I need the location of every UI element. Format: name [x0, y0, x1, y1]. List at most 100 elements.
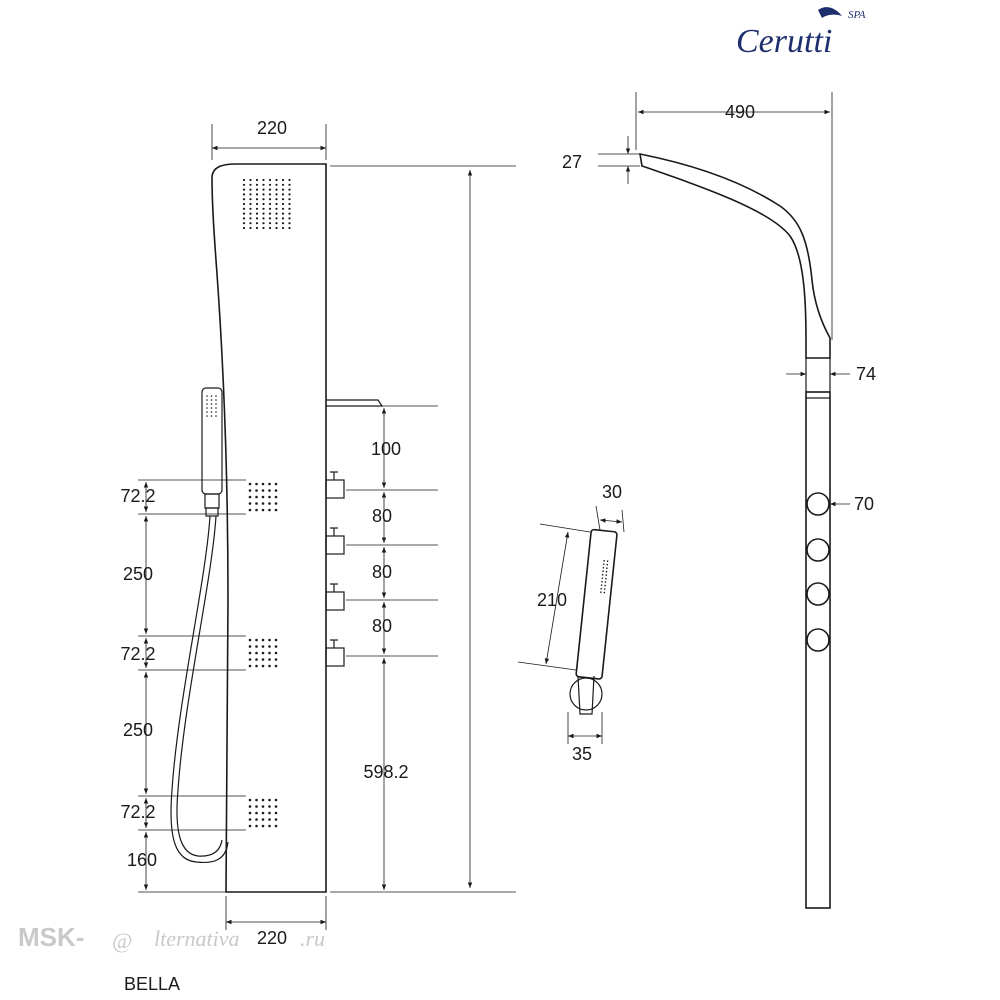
nozzle-dot	[288, 207, 291, 210]
nozzle-dot	[288, 183, 291, 186]
side-knob-2	[806, 538, 830, 562]
nozzle-dot	[268, 495, 271, 499]
nozzle-dot	[249, 222, 252, 225]
nozzle-dot	[275, 217, 278, 220]
nozzle-dot	[268, 811, 271, 815]
body-jet-2	[248, 638, 278, 668]
nozzle-dot	[601, 577, 604, 580]
nozzle-dot	[268, 212, 272, 215]
brand-sup: SPA	[848, 9, 866, 21]
nozzle-dot	[275, 178, 278, 182]
nozzle-dot	[268, 226, 272, 230]
nozzle-dot	[262, 193, 265, 196]
nozzle-dot	[288, 202, 291, 206]
side-knob-3	[806, 582, 830, 606]
nozzle-dot	[242, 193, 246, 196]
nozzle-dot	[242, 226, 246, 230]
nozzle-dot	[268, 664, 271, 668]
nozzle-dot	[268, 188, 272, 191]
nozzle-dot	[206, 403, 208, 405]
nozzle-dot	[242, 207, 246, 210]
panel-outline	[211, 163, 327, 893]
nozzle-dot	[602, 563, 605, 566]
shower-hose-inner	[176, 515, 223, 857]
nozzle-dot	[605, 574, 607, 576]
nozzle-dot	[268, 183, 272, 186]
nozzle-dot	[248, 645, 252, 648]
nozzle-dot	[600, 587, 603, 590]
nozzle-dot	[255, 489, 258, 492]
nozzle-dot	[249, 202, 252, 206]
nozzle-dot	[255, 651, 258, 655]
nozzle-dot	[248, 638, 252, 642]
watermark-suffix: lternativa	[154, 926, 240, 951]
nozzle-dot	[281, 202, 285, 206]
nozzle-dot	[602, 570, 604, 573]
dim-knob-size: 70	[854, 494, 874, 514]
nozzle-dot	[255, 202, 259, 206]
nozzle-dot	[275, 198, 278, 201]
rain-shower-nozzles	[242, 178, 291, 230]
nozzle-dot	[261, 658, 265, 661]
control-knob-2	[325, 527, 345, 555]
nozzle-dot	[255, 664, 258, 668]
nozzle-dot	[288, 188, 291, 191]
nozzle-dot	[274, 638, 278, 642]
nozzle-dot	[262, 207, 265, 210]
nozzle-dot	[255, 805, 258, 808]
nozzle-dot	[206, 415, 208, 417]
nozzle-dot	[248, 482, 252, 486]
nozzle-dot	[600, 584, 603, 587]
nozzle-dot	[603, 560, 605, 562]
nozzle-dot	[248, 508, 252, 512]
bird-icon	[818, 7, 842, 19]
nozzle-dot	[275, 202, 278, 206]
nozzle-dot	[274, 502, 278, 505]
nozzle-dot	[601, 573, 604, 576]
nozzle-dot	[261, 502, 265, 505]
dim-hand-length: 210	[537, 590, 567, 610]
nozzle-dot	[249, 178, 252, 182]
control-knob-3	[325, 583, 345, 611]
dim-knob4-bottom: 598.2	[363, 762, 408, 782]
nozzle-dot	[261, 818, 265, 821]
nozzle-dot	[255, 222, 259, 225]
nozzle-dot	[206, 399, 208, 401]
nozzle-dot	[274, 811, 278, 815]
nozzle-dot	[600, 591, 602, 593]
dim-top-width: 220	[257, 118, 287, 138]
side-knob-4	[806, 628, 830, 652]
nozzle-dot	[210, 403, 213, 405]
nozzle-dot	[268, 651, 271, 655]
nozzle-dot	[262, 178, 265, 182]
nozzle-dot	[261, 805, 265, 808]
nozzle-dot	[268, 824, 271, 828]
nozzle-dot	[288, 178, 291, 182]
dim-hand-width: 30	[602, 482, 622, 502]
nozzle-dot	[249, 183, 252, 186]
nozzle-dot	[281, 217, 285, 220]
nozzle-dot	[210, 415, 213, 417]
body-jet-3	[248, 798, 278, 828]
nozzle-dot	[288, 217, 291, 220]
nozzle-dot	[215, 411, 217, 413]
nozzle-dot	[268, 222, 272, 225]
nozzle-dot	[275, 222, 278, 225]
nozzle-dot	[215, 395, 217, 397]
nozzle-dot	[268, 502, 271, 505]
nozzle-dot	[274, 658, 278, 661]
nozzle-dot	[249, 193, 252, 196]
nozzle-dot	[274, 824, 278, 828]
nozzle-dot	[255, 178, 259, 182]
nozzle-dot	[262, 183, 265, 186]
dim-jet2-jet3-gap: 250	[123, 720, 153, 740]
dim-jet3-height: 72.2	[120, 802, 155, 822]
nozzle-dot	[268, 805, 271, 808]
dim-jet3-bottom: 160	[127, 850, 157, 870]
nozzle-dot	[275, 226, 278, 230]
nozzle-dot	[268, 217, 272, 220]
watermark-domain: .ru	[300, 926, 325, 951]
hand-shower-base	[569, 677, 603, 711]
nozzle-dot	[604, 584, 606, 587]
